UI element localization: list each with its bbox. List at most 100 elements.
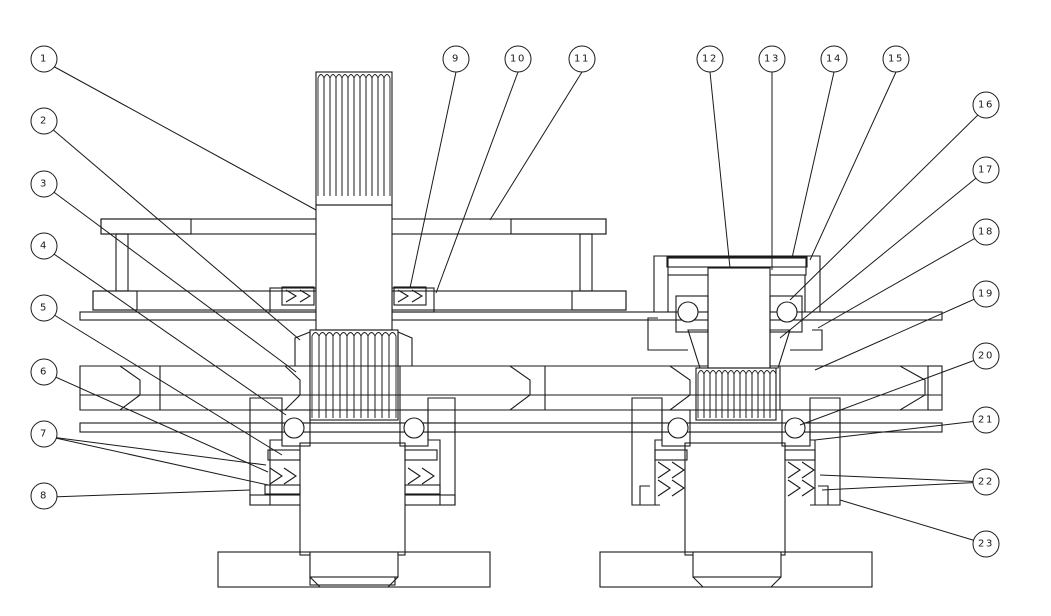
gear-housing-band (79, 365, 141, 411)
right-seal-zig-left (657, 461, 685, 479)
right-lower-race-left (661, 409, 691, 447)
callout-9: 9 (442, 45, 470, 73)
right-gear-tooth-8 (745, 370, 753, 418)
leader-7b (50, 436, 269, 486)
leader-8 (50, 489, 251, 498)
housing-strip (79, 311, 943, 321)
left-seal-lower-left (264, 484, 301, 495)
right-gear-tooth-7 (739, 370, 747, 418)
callout-2-label: 2 (40, 116, 48, 127)
left-gear-tooth-9 (374, 332, 383, 418)
left-seal-upper-left (267, 449, 301, 461)
right-snap-bracket-right (790, 329, 823, 351)
leader-6 (50, 374, 269, 473)
right-seal-zig-right (787, 461, 815, 479)
callout-6-label: 6 (40, 367, 48, 378)
callout-21-label: 21 (978, 415, 994, 426)
mid-bearing-left (281, 286, 315, 306)
left-gear-tooth-7 (360, 332, 369, 418)
leader-18 (817, 231, 987, 329)
callout-16-label: 16 (978, 100, 994, 111)
spline-tooth-1 (323, 74, 331, 196)
leader-16 (789, 106, 987, 301)
right-gear-tooth-12 (769, 370, 777, 418)
leader-17 (779, 169, 987, 339)
right-upper-ball-right (776, 301, 798, 323)
right-gear-tooth-1 (703, 370, 711, 418)
gear-housing-band-center (159, 365, 301, 411)
right-lower-ball-left (667, 417, 689, 439)
left-bearing-race-left (281, 409, 311, 447)
right-gear-tooth-5 (727, 370, 735, 418)
callout-15-label: 15 (888, 54, 904, 65)
right-upper-ball-left (677, 301, 699, 323)
callout-4: 4 (30, 232, 58, 260)
leader-2 (50, 127, 301, 341)
right-gear-tooth-0 (697, 370, 705, 418)
mid-bearing-left-mark (285, 289, 312, 303)
right-bearing-housing-left (631, 397, 663, 506)
leader-22a (819, 474, 987, 483)
callout-22-label: 22 (978, 477, 994, 488)
lower-strip-clear-right (631, 422, 841, 433)
left-gear-tooth-11 (388, 332, 397, 418)
leader-4 (50, 251, 287, 416)
callout-22: 22 (972, 468, 1000, 496)
leader-15 (809, 71, 897, 261)
right-seal-zig-right-2 (787, 479, 815, 497)
left-bearing-race-right (399, 409, 429, 447)
callout-10-label: 10 (510, 54, 526, 65)
spline-tooth-4 (341, 74, 349, 196)
callout-20-label: 20 (978, 351, 994, 362)
leader-12 (709, 71, 731, 269)
callout-5: 5 (30, 294, 58, 322)
callout-6: 6 (30, 358, 58, 386)
right-support-post (579, 233, 593, 292)
right-snap-bracket-left (647, 317, 688, 351)
callout-19: 19 (972, 280, 1000, 308)
right-shaft-lower (684, 442, 786, 556)
right-gear-tooth-10 (757, 370, 765, 418)
left-gear-tooth-5 (346, 332, 355, 418)
right-seal-upper-right (784, 449, 816, 461)
left-gear-tooth-10 (381, 332, 390, 418)
callout-19-label: 19 (978, 289, 994, 300)
left-gear-tooth-4 (339, 332, 348, 418)
left-bearing-ball-right (403, 417, 425, 439)
callout-23-label: 23 (978, 539, 994, 550)
callout-3-label: 3 (40, 179, 48, 190)
right-upper-race-left (675, 295, 709, 333)
spline-tooth-5 (347, 74, 355, 196)
left-seal-lower-right (404, 484, 441, 495)
leader-21 (814, 419, 987, 441)
leader-20 (799, 355, 987, 426)
right-seal-bracket (639, 485, 660, 506)
right-gear-tooth-11 (763, 370, 771, 418)
callout-10: 10 (504, 45, 532, 73)
right-seal-bracket-r (810, 485, 829, 506)
lower-strip (79, 422, 943, 433)
callout-18-label: 18 (978, 227, 994, 238)
left-gear-body (309, 329, 399, 421)
left-gear-tooth-2 (325, 332, 334, 418)
callout-1: 1 (30, 45, 58, 73)
callout-17-label: 17 (978, 165, 994, 176)
leader-7a (50, 436, 267, 466)
spline-tooth-3 (335, 74, 343, 196)
callout-11-label: 11 (574, 54, 590, 65)
left-bearing-housing-right (427, 397, 456, 506)
spline-tooth-7 (359, 74, 367, 196)
right-gear-tooth-4 (721, 370, 729, 418)
right-seal-zig-left-2 (657, 479, 685, 497)
left-spline-outline (315, 71, 393, 206)
right-seal-upper-left (654, 449, 688, 461)
callout-5-label: 5 (40, 303, 48, 314)
callout-17: 17 (972, 156, 1000, 184)
spline-tooth-8 (365, 74, 373, 196)
callout-23: 23 (972, 530, 1000, 558)
mid-plate-hatch-right (571, 290, 627, 311)
right-upper-housing-r (769, 329, 791, 369)
spline-tooth-2 (329, 74, 337, 196)
callout-13: 13 (758, 45, 786, 73)
